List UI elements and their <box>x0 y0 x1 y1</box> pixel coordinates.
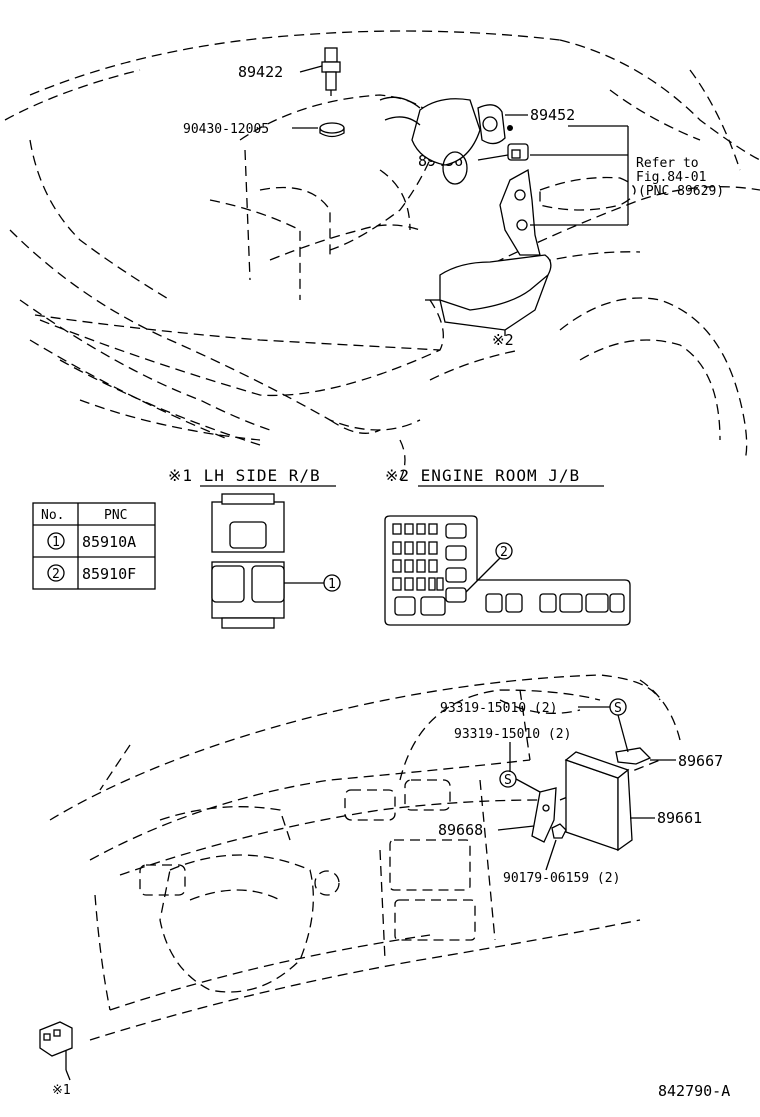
inset-engine-room-jb: ※2 ENGINE ROOM J/B 2 <box>384 466 631 626</box>
figure-id: 842790-A <box>658 1082 730 1100</box>
refer-line-2: Fig.84-01 <box>636 170 706 185</box>
inset-lh-title: ※1 LH SIDE R/B <box>168 466 321 485</box>
label-89667: 89667 <box>678 752 723 770</box>
throttle-body <box>379 96 481 185</box>
label-89661: 89661 <box>657 809 702 827</box>
engine-room-jb[interactable] <box>425 254 552 336</box>
part-89452-sensor[interactable] <box>477 104 513 145</box>
callout-1-text: 1 <box>328 577 336 592</box>
part-89456-sensor[interactable] <box>507 143 529 161</box>
label-93319-a: 93319-15010 (2) <box>440 701 557 716</box>
label-89668: 89668 <box>438 821 483 839</box>
leader-89668 <box>497 825 535 831</box>
label-89452: 89452 <box>530 106 575 124</box>
table-header-no: No. <box>41 508 64 523</box>
table-header-pnc: PNC <box>104 508 127 523</box>
part-lh-side-rb-connector[interactable] <box>39 1021 73 1070</box>
part-89668-bracket[interactable] <box>531 787 557 843</box>
leader-89422 <box>299 65 323 73</box>
part-89422-sensor[interactable] <box>321 47 341 96</box>
inset-lh-side-rb: ※1 LH SIDE R/B 1 <box>168 466 341 629</box>
pnc-table: No. PNC 1 85910A 2 85910F <box>32 502 156 590</box>
leader-93319-b-2 <box>515 778 541 793</box>
mark-engine-room-jb: ※2 <box>492 331 514 349</box>
callout-2-text: 2 <box>500 545 508 560</box>
label-89422: 89422 <box>238 63 283 81</box>
part-89667-bracket[interactable] <box>615 747 652 765</box>
leader-90179 <box>545 839 557 871</box>
callout-1 <box>323 574 341 592</box>
s-symbol-a-text: S <box>614 701 622 716</box>
part-90430-gasket[interactable] <box>319 122 345 138</box>
label-90179: 90179-06159 (2) <box>503 871 620 886</box>
s-symbol-b-text: S <box>504 773 512 788</box>
refer-bracket <box>530 125 629 226</box>
engine-bay-illustration <box>4 30 760 481</box>
leader-mark1 <box>65 1069 71 1081</box>
part-90179-nut[interactable] <box>551 823 567 839</box>
mark-lh-side-rb: ※1 <box>52 1083 71 1098</box>
table-row-1-no: 1 <box>52 535 60 550</box>
label-90430: 90430-12005 <box>183 122 269 137</box>
table-row-1-pnc: 85910A <box>82 533 136 551</box>
callout-2 <box>495 542 513 560</box>
inset-engine-title: ※2 ENGINE ROOM J/B <box>385 466 580 485</box>
part-bracket-89629[interactable] <box>499 168 541 256</box>
table-row-2-pnc: 85910F <box>82 565 136 583</box>
label-93319-b: 93319-15010 (2) <box>454 727 571 742</box>
part-89661-ecu[interactable] <box>564 751 633 852</box>
leader-93319-a-down <box>617 714 629 753</box>
refer-line-3: (PNC 89629) <box>638 184 724 199</box>
table-row-2-no: 2 <box>52 567 60 582</box>
dashboard-illustration <box>49 674 681 1041</box>
leader-89456 <box>477 154 509 161</box>
refer-line-1: Refer to <box>636 156 699 171</box>
